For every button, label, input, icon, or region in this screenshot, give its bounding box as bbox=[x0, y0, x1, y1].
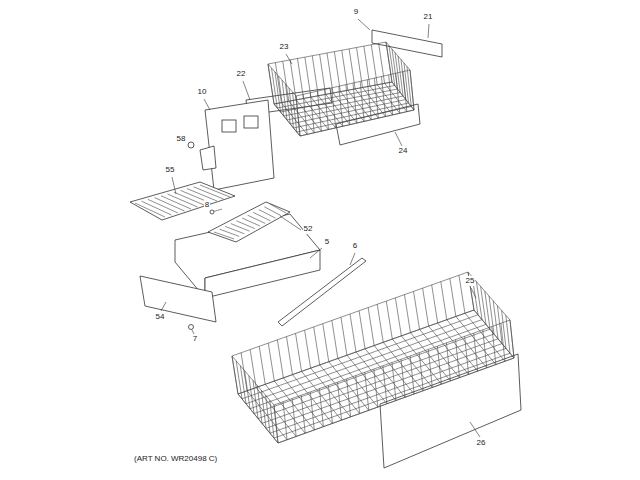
leader-lines bbox=[161, 19, 480, 437]
callout-number: 55 bbox=[165, 165, 176, 175]
callout-number: 24 bbox=[398, 146, 409, 156]
callout-number: 25 bbox=[465, 276, 476, 286]
divider-part bbox=[208, 202, 290, 242]
callout-number: 22 bbox=[236, 69, 247, 79]
rail-part bbox=[278, 258, 366, 326]
upper-basket-rim bbox=[274, 82, 414, 136]
callout-number: 8 bbox=[204, 200, 210, 210]
bracket-slot bbox=[222, 120, 236, 132]
front-panel bbox=[380, 354, 521, 468]
callout-number: 9 bbox=[353, 7, 359, 17]
callout-number: 10 bbox=[197, 87, 208, 97]
callout-number: 6 bbox=[352, 241, 358, 251]
upper-basket-floor bbox=[274, 82, 414, 136]
upper-basket-front bbox=[296, 70, 414, 136]
callout-number: 52 bbox=[303, 224, 314, 234]
callout-number: 21 bbox=[423, 12, 434, 22]
screw-part bbox=[188, 142, 194, 148]
grid-part bbox=[130, 182, 235, 220]
lower-basket-back bbox=[232, 272, 474, 394]
rail-part bbox=[140, 276, 216, 322]
callout-number: 54 bbox=[155, 312, 166, 322]
divider-wires bbox=[214, 204, 286, 239]
callout-number: 7 bbox=[192, 334, 198, 344]
bin-front bbox=[205, 250, 320, 298]
bracket-slot bbox=[244, 116, 258, 128]
callout-number: 26 bbox=[476, 438, 487, 448]
screw-head bbox=[210, 210, 214, 214]
upper-basket-side bbox=[386, 42, 414, 110]
upper-basket-rim bbox=[268, 42, 410, 96]
lower-basket-side bbox=[232, 356, 278, 443]
lower-basket-rim bbox=[232, 272, 510, 405]
upper-basket-floor bbox=[274, 82, 414, 136]
lower-basket-floor bbox=[238, 310, 514, 443]
callout-number: 58 bbox=[176, 134, 187, 144]
callout-number: 5 bbox=[324, 237, 330, 247]
rail-part bbox=[372, 30, 442, 57]
callout-number: 23 bbox=[279, 42, 290, 52]
lower-basket-rim bbox=[238, 310, 514, 443]
art-number: (ART NO. WR20498 C) bbox=[133, 454, 218, 464]
lower-basket-floor bbox=[238, 310, 514, 443]
grid-part-wires bbox=[135, 185, 230, 217]
bracket-tab bbox=[200, 146, 216, 170]
screw-part bbox=[189, 325, 194, 330]
bracket-part bbox=[205, 100, 274, 190]
